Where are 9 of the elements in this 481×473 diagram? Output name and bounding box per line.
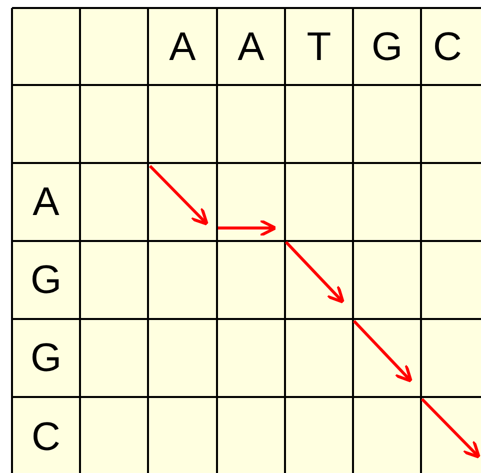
sequence-letter: A bbox=[32, 182, 60, 222]
sequence-letter: A bbox=[169, 26, 196, 66]
sequence-letter: G bbox=[30, 260, 62, 300]
sequence-letter: G bbox=[30, 338, 62, 378]
sequence-letter: C bbox=[32, 416, 60, 456]
sequence-letter: C bbox=[433, 26, 462, 66]
sequence-letter: A bbox=[238, 26, 264, 66]
sequence-letter: T bbox=[306, 26, 332, 66]
sequence-letter: G bbox=[371, 26, 403, 66]
